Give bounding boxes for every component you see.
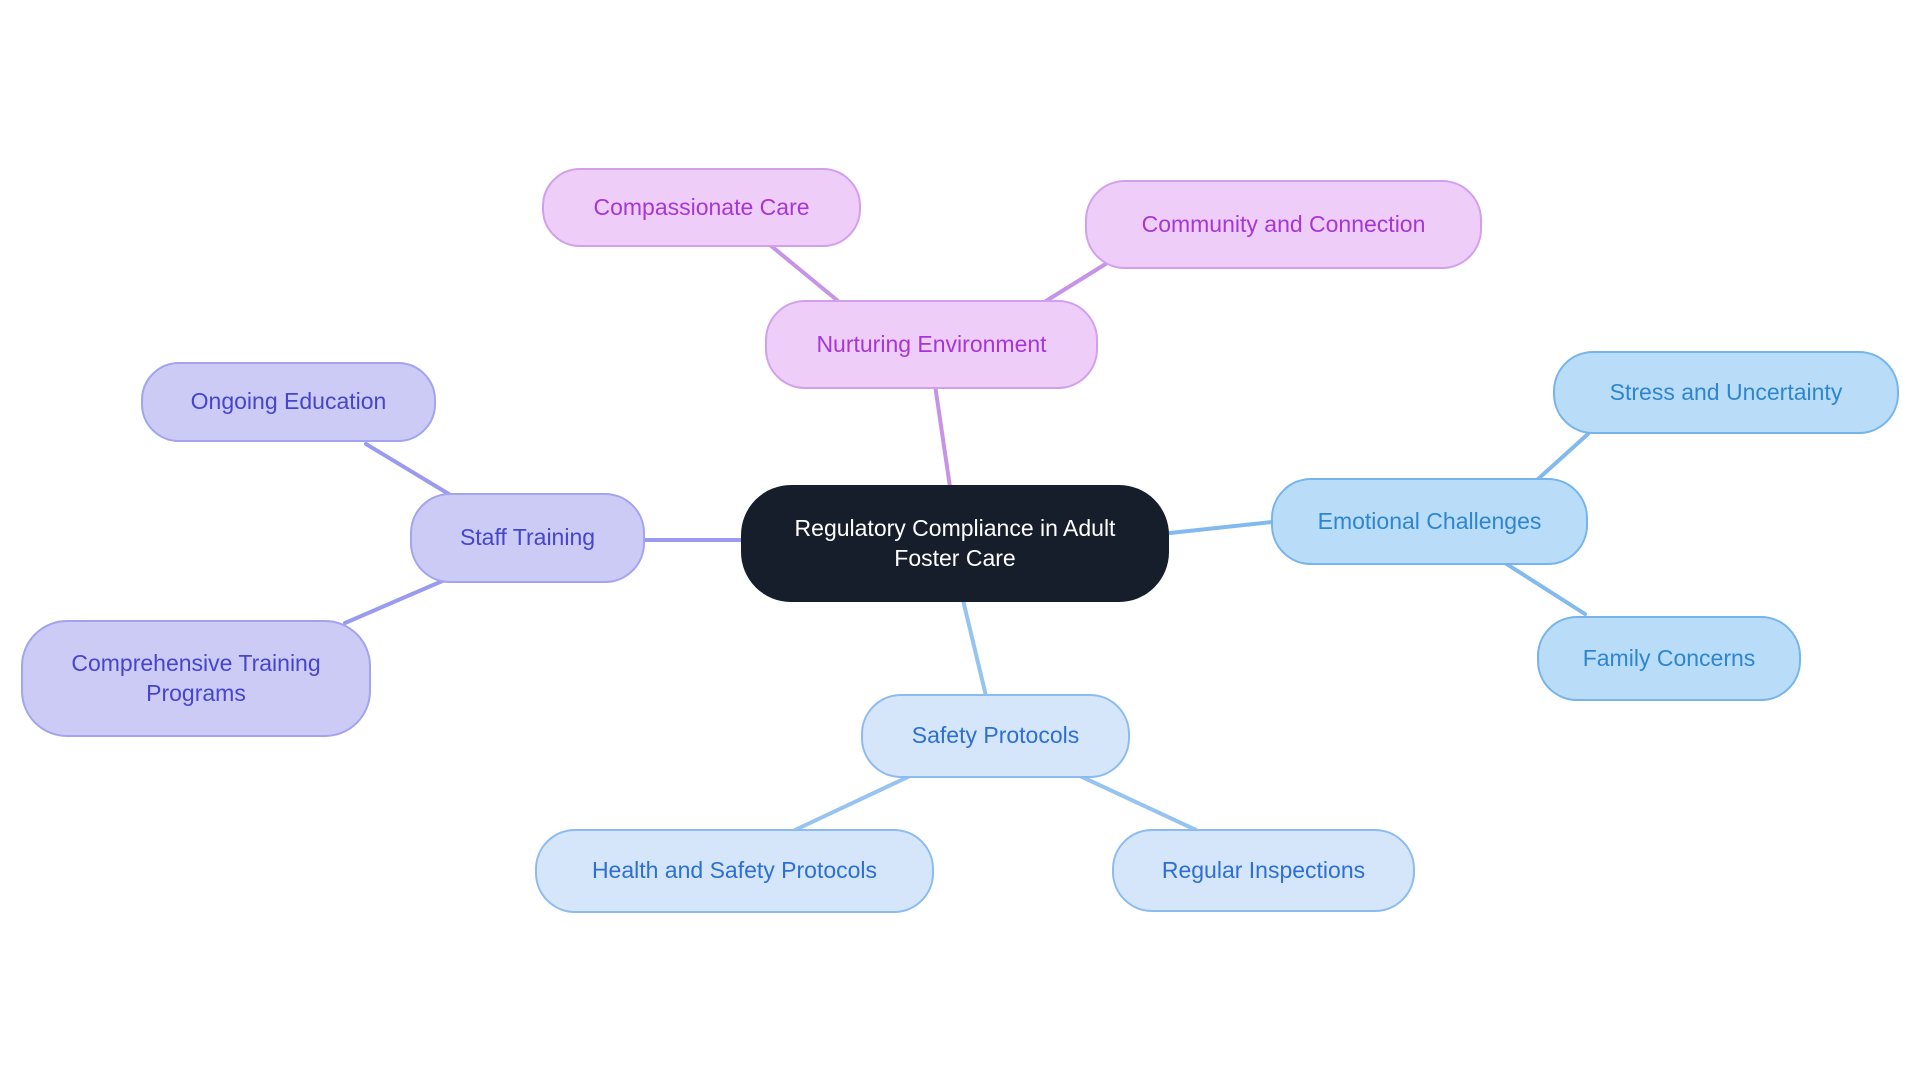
node-label: Regular Inspections [1161,856,1366,883]
node-ongoing-education[interactable]: Ongoing Education [141,362,436,442]
edge-safety-inspections [1078,774,1198,832]
node-health-and-safety-protocols[interactable]: Health and Safety Protocols [535,829,934,913]
node-label: Stress and Uncertainty [1609,378,1843,405]
edge-emotional-family [1503,561,1587,616]
node-community-and-connection[interactable]: Community and Connection [1085,180,1482,269]
edge-nurturing-compassionate [768,243,840,303]
node-label: Safety Protocols [911,722,1080,749]
edge-safety-health [793,774,912,832]
edge-staff-ongoing [364,442,464,504]
edge-center-nurturing [933,383,952,489]
node-label: Compassionate Care [593,193,810,220]
node-label: Comprehensive Training Programs [71,649,321,706]
node-label: Emotional Challenges [1317,507,1542,534]
edge-center-safety [961,598,988,698]
node-stress-and-uncertainty[interactable]: Stress and Uncertainty [1553,351,1899,434]
node-comprehensive-training-programs[interactable]: Comprehensive Training Programs [21,620,371,737]
node-label: Regulatory Compliance in Adult Foster Ca… [794,514,1116,571]
node-label: Health and Safety Protocols [591,857,878,884]
node-label: Ongoing Education [190,388,387,415]
edge-center-emotional [1168,520,1274,535]
node-compassionate-care[interactable]: Compassionate Care [542,168,861,247]
node-family-concerns[interactable]: Family Concerns [1537,616,1801,701]
node-label: Nurturing Environment [816,330,1047,357]
node-center-regulatory-compliance[interactable]: Regulatory Compliance in Adult Foster Ca… [741,485,1169,602]
node-staff-training[interactable]: Staff Training [410,493,645,583]
node-label: Family Concerns [1582,644,1756,671]
node-safety-protocols[interactable]: Safety Protocols [861,694,1130,778]
node-regular-inspections[interactable]: Regular Inspections [1112,829,1415,912]
edge-staff-comprehensive [343,577,449,625]
edge-nurturing-community [1044,258,1114,303]
node-nurturing-environment[interactable]: Nurturing Environment [765,300,1098,389]
node-label: Staff Training [459,524,596,551]
node-label: Community and Connection [1141,210,1426,237]
node-emotional-challenges[interactable]: Emotional Challenges [1271,478,1588,565]
edge-emotional-stress [1535,432,1590,482]
